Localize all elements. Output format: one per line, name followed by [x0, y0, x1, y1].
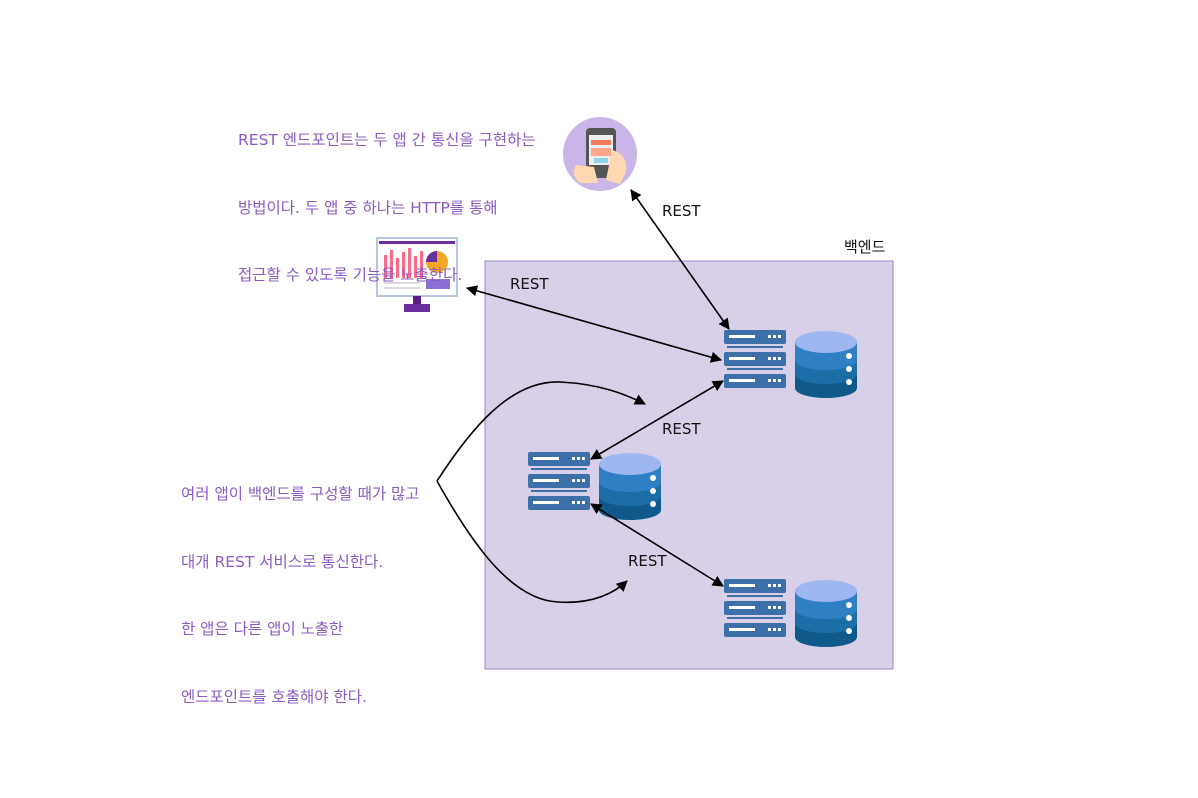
- description-line: 한 앱은 다른 앱이 노출한: [181, 620, 344, 638]
- arrow-middle-to-top: [590, 380, 724, 460]
- description-line: 엔드포인트를 호출해야 한다.: [181, 687, 367, 706]
- curve-arrow-lower: [436, 480, 628, 604]
- description-line: 여러 앱이 백엔드를 구성할 때가 많고: [181, 485, 420, 503]
- mobile-phone-icon: [563, 117, 637, 191]
- database-icon: [795, 331, 857, 398]
- description-line: REST 엔드포인트는 두 앱 간 통신을 구현하는: [238, 131, 536, 149]
- rest-label-desktop: REST: [510, 275, 549, 293]
- description-line: 접근할 수 있도록 기능을 노출한다.: [238, 266, 463, 284]
- monitor-dashboard-icon: [376, 237, 458, 312]
- database-icon: [599, 453, 661, 520]
- server-rack-icon: [528, 452, 590, 510]
- database-icon: [795, 580, 857, 647]
- arrow-desktop-to-server-top: [465, 285, 723, 363]
- rest-label-middle-top: REST: [662, 420, 701, 438]
- rest-label-mobile: REST: [662, 202, 701, 220]
- description-left: 여러 앱이 백엔드를 구성할 때가 많고 대개 REST 서비스로 통신한다. …: [181, 438, 420, 731]
- description-top: REST 엔드포인트는 두 앱 간 통신을 구현하는 방법이다. 두 앱 중 하…: [238, 84, 536, 309]
- rest-label-middle-bottom: REST: [628, 552, 667, 570]
- curve-arrow-upper: [436, 381, 647, 482]
- arrow-middle-to-bottom: [590, 503, 724, 587]
- description-line: 방법이다. 두 앱 중 하나는 HTTP를 통해: [238, 198, 498, 217]
- description-line: 대개 REST 서비스로 통신한다.: [181, 552, 384, 571]
- backend-label: 백엔드: [844, 238, 886, 256]
- server-rack-icon: [724, 579, 786, 637]
- server-rack-icon: [724, 330, 786, 388]
